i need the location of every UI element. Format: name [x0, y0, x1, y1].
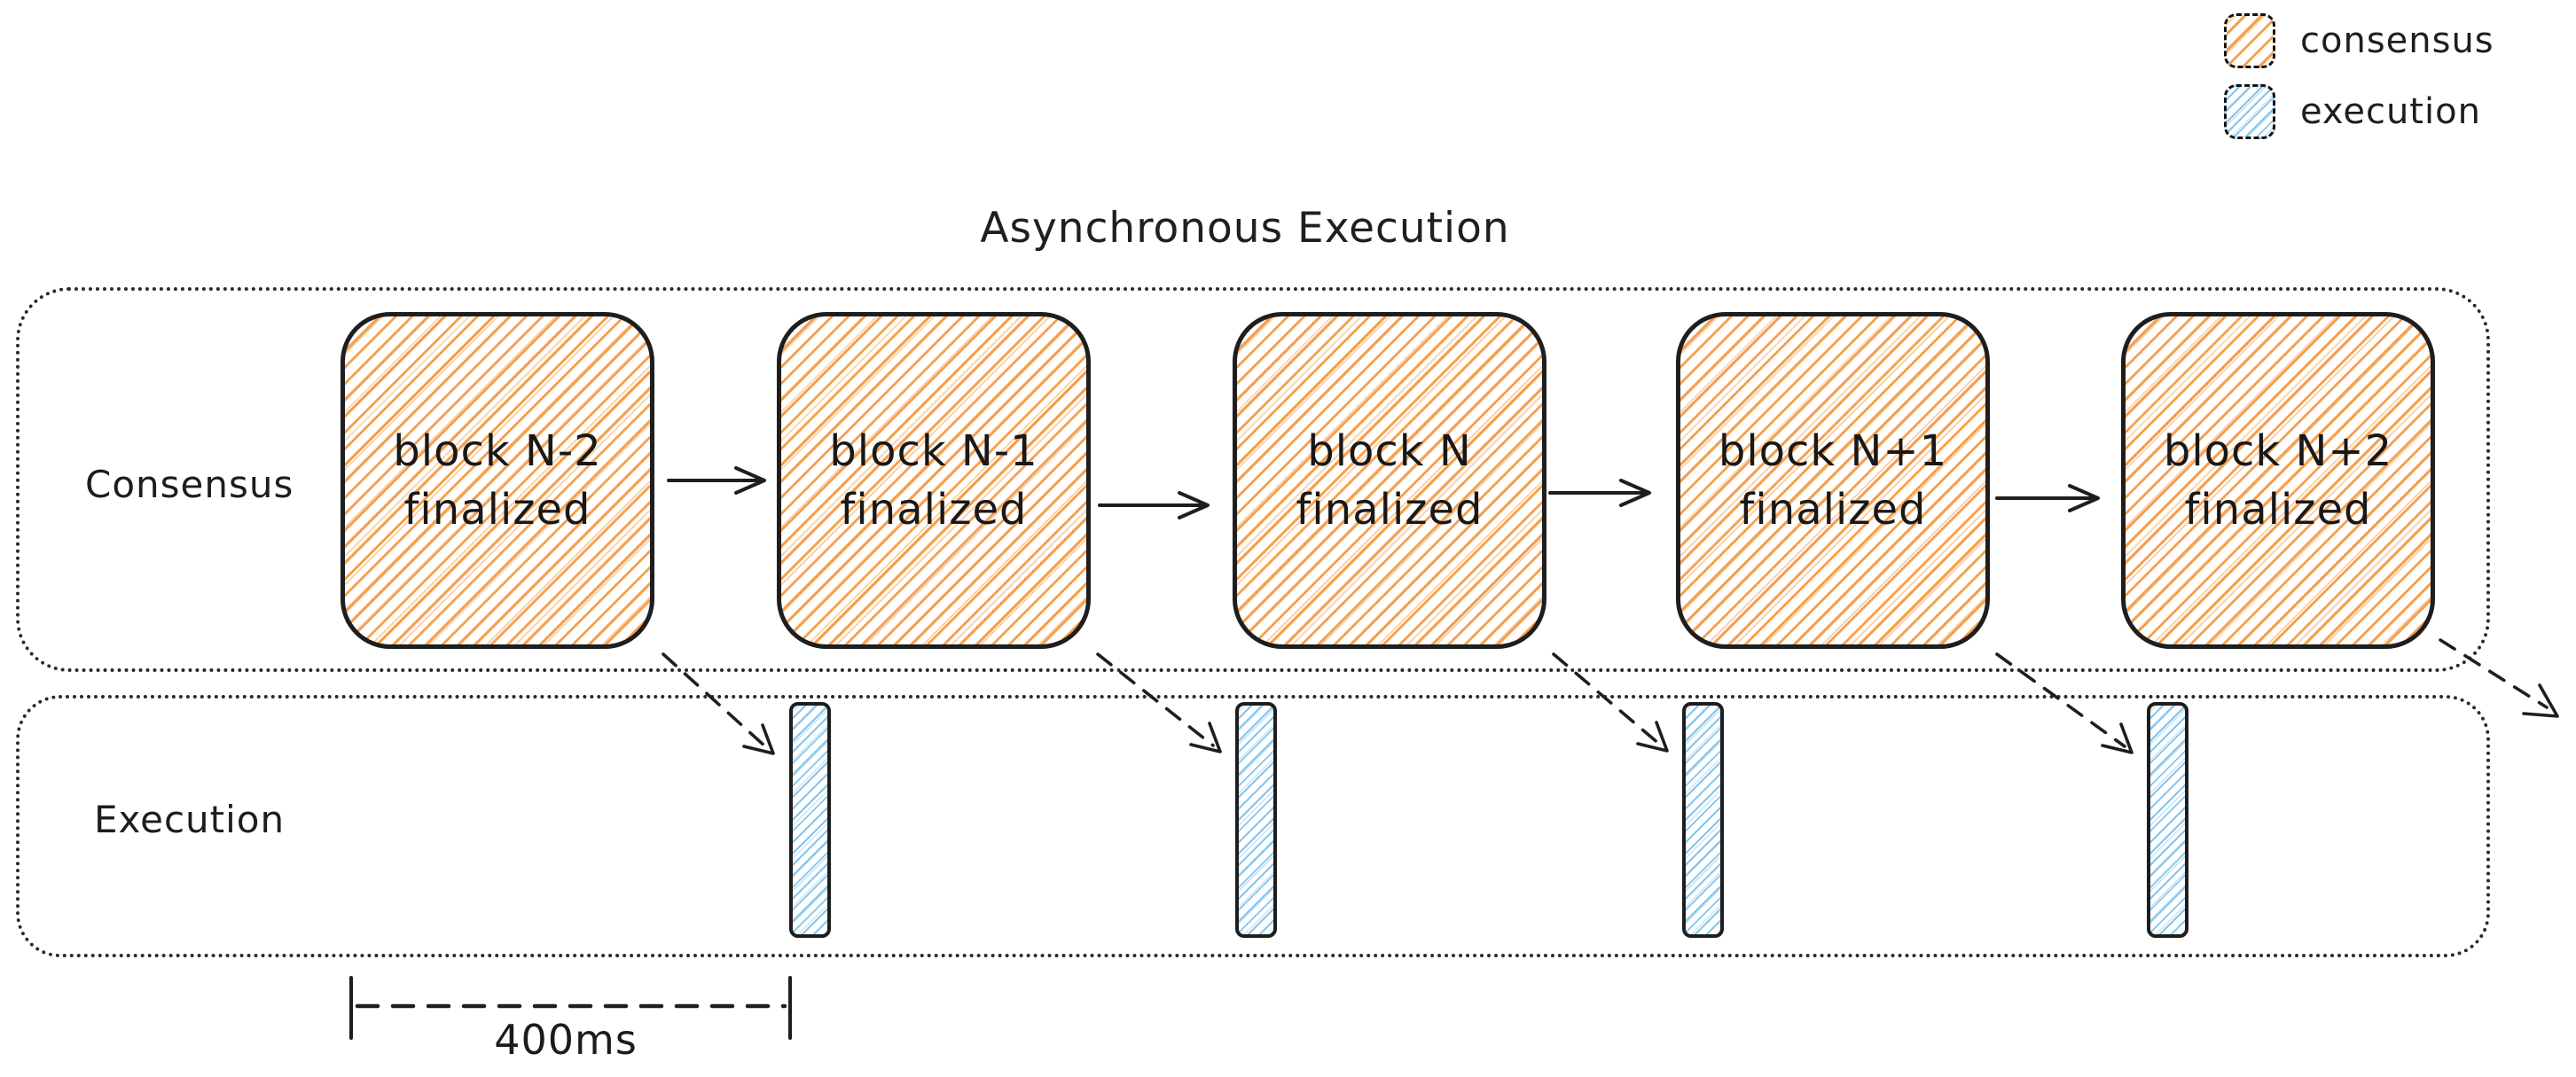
diagram-title: Asynchronous Execution	[980, 204, 1510, 253]
consensus-lane-label: Consensus	[85, 463, 294, 506]
block-subtitle: finalized	[403, 485, 591, 535]
execution-bar-1	[789, 702, 831, 938]
consensus-swatch-icon	[2224, 13, 2275, 68]
block-subtitle: finalized	[1296, 485, 1484, 535]
legend-item-consensus: consensus	[2224, 12, 2494, 69]
legend: consensus execution	[2224, 12, 2494, 154]
block-subtitle: finalized	[2184, 485, 2372, 535]
block-title: block N+2	[2163, 425, 2393, 476]
ruler-label: 400ms	[494, 1016, 638, 1064]
execution-lane-label: Execution	[94, 798, 286, 841]
consensus-block-n-2: block N-2 finalized	[341, 312, 654, 649]
block-subtitle: finalized	[1739, 485, 1927, 535]
legend-label-consensus: consensus	[2300, 20, 2494, 61]
block-title: block N-2	[393, 425, 602, 476]
block-title: block N	[1307, 425, 1472, 476]
legend-label-execution: execution	[2300, 91, 2481, 132]
consensus-block-n+1: block N+1 finalized	[1676, 312, 1990, 649]
block-title: block N-1	[829, 425, 1038, 476]
execution-bar-4	[2147, 702, 2188, 938]
consensus-block-n: block N finalized	[1233, 312, 1546, 649]
execution-bar-3	[1682, 702, 1724, 938]
legend-item-execution: execution	[2224, 83, 2494, 140]
block-title: block N+1	[1718, 425, 1948, 476]
execution-swatch-icon	[2224, 84, 2275, 139]
execution-bar-2	[1235, 702, 1277, 938]
execution-lane: Execution	[16, 695, 2490, 957]
block-subtitle: finalized	[840, 485, 1028, 535]
consensus-block-n+2: block N+2 finalized	[2121, 312, 2435, 649]
consensus-block-n-1: block N-1 finalized	[777, 312, 1091, 649]
consensus-lane: Consensus	[16, 287, 2490, 672]
